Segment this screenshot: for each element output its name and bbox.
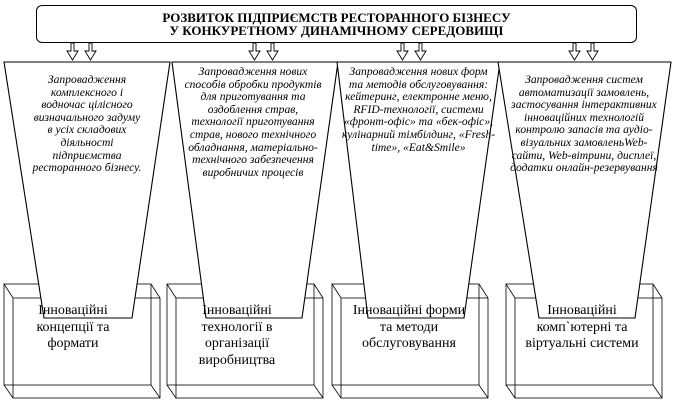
category-label-1: Інноваційні концепції та формати bbox=[36, 303, 110, 351]
funnel-text-4: Запровадження систем автоматизації замов… bbox=[510, 73, 658, 175]
double-arrow-4 bbox=[568, 42, 599, 61]
double-arrow-3 bbox=[396, 42, 427, 61]
funnel-text-1: Запровадження комплексного і водночас ці… bbox=[32, 73, 142, 175]
funnel-text-2: Запровадження нових способів обробки про… bbox=[184, 65, 322, 179]
funnel-1 bbox=[3, 61, 171, 319]
funnel-3 bbox=[336, 61, 501, 319]
title-line-2: У КОНКУРЕТНОМУ ДИНАМІЧНОМУ СЕРЕДОВИЩІ bbox=[169, 23, 504, 38]
category-label-4: Інноваційні комп`ютерні та віртуальні си… bbox=[525, 303, 639, 351]
double-arrow-1 bbox=[66, 42, 97, 61]
funnel-4 bbox=[497, 61, 672, 319]
funnel-2 bbox=[171, 61, 339, 319]
funnel-text-3: Запровадження нових форм та методів обсл… bbox=[341, 65, 496, 154]
title-line-1: РОЗВИТОК ПІДПРИЄМСТВ РЕСТОРАННОГО БІЗНЕС… bbox=[162, 10, 511, 25]
box-3d-4 bbox=[505, 283, 663, 399]
arrows bbox=[66, 42, 599, 61]
title-box: РОЗВИТОК ПІДПРИЄМСТВ РЕСТОРАННОГО БІЗНЕС… bbox=[36, 5, 637, 43]
category-label-2: Інноваційні технології в організації вир… bbox=[198, 303, 276, 368]
double-arrow-2 bbox=[248, 42, 279, 61]
category-label-3: Інноваційні форми та методи обслуговуван… bbox=[352, 303, 466, 351]
